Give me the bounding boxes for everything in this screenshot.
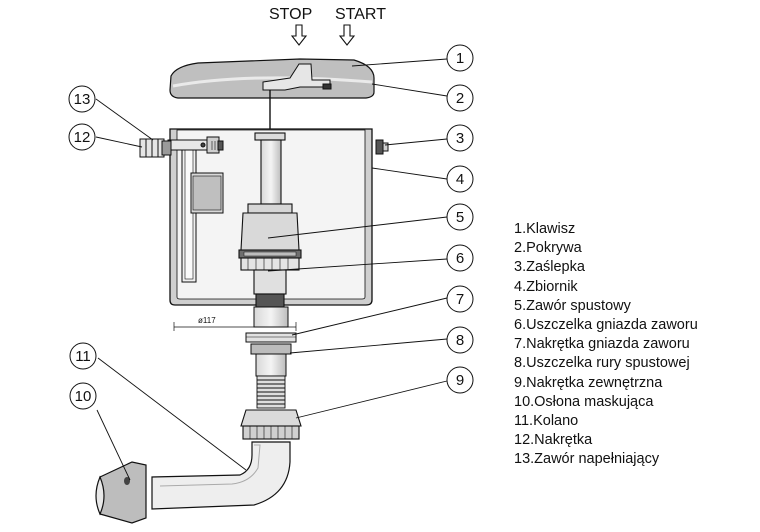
callout-number: 6: [456, 250, 464, 267]
legend-item: 2.Pokrywa: [514, 240, 582, 257]
callout-number: 3: [456, 130, 464, 147]
threaded-drain-pipe: [256, 375, 286, 409]
outer-nut: [240, 409, 302, 440]
callout-4: [446, 165, 474, 193]
callout-3: [446, 124, 474, 152]
callout-number: 1: [456, 50, 464, 67]
stop-arrow-icon: [290, 24, 308, 46]
callout-number: 12: [74, 129, 91, 146]
cover-sleeve: [95, 461, 147, 524]
legend-item: 13.Zawór napełniający: [514, 451, 660, 468]
callout-12: [68, 123, 96, 151]
valve-seat-tube: [253, 306, 289, 328]
lid: [169, 58, 375, 99]
flush-valve: [238, 132, 302, 308]
callout-2: [446, 84, 474, 112]
elbow-pipe: [151, 441, 291, 510]
callout-8: [446, 326, 474, 354]
callout-number: 13: [74, 91, 91, 108]
drain-pipe-seal: [250, 343, 292, 377]
flush-button: [262, 63, 332, 133]
start-arrow-icon: [338, 24, 356, 46]
stop-label: STOP: [269, 6, 312, 23]
callout-circles: [68, 44, 474, 410]
callout-number: 2: [456, 90, 464, 107]
callout-numbers: 1 2 3 4 5 6 7 8 9 10 11 12 13: [74, 50, 465, 405]
legend-item: 4.Zbiornik: [514, 278, 578, 295]
callout-number: 8: [456, 332, 464, 349]
legend-item: 5.Zawór spustowy: [514, 297, 631, 314]
legend-item: 7.Nakrętka gniazda zaworu: [514, 336, 690, 353]
callout-10: [69, 382, 97, 410]
parts-legend: 1.Klawisz 2.Pokrywa 3.Zaślepka 4.Zbiorni…: [514, 220, 698, 470]
callout-number: 9: [456, 372, 464, 389]
valve-seat-nut: [245, 332, 297, 343]
legend-item: 8.Uszczelka rury spustowej: [514, 355, 690, 372]
callout-9: [446, 366, 474, 394]
callout-number: 11: [75, 348, 91, 365]
legend-item: 12.Nakrętka: [514, 432, 593, 449]
legend-item: 9.Nakrętka zewnętrzna: [514, 374, 663, 391]
callout-13: [68, 85, 96, 113]
legend-item: 3.Zaślepka: [514, 259, 585, 276]
blanking-plug: [375, 139, 389, 155]
legend-item: 11.Kolano: [514, 413, 579, 430]
callout-11: [69, 342, 97, 370]
legend-item: 10.Osłona maskująca: [514, 393, 654, 410]
legend-item: 1.Klawisz: [514, 221, 576, 237]
callout-number: 10: [75, 388, 92, 405]
start-label: START: [335, 6, 386, 23]
callout-number: 5: [456, 209, 464, 226]
callout-6: [446, 244, 474, 272]
dimension-line: [173, 322, 297, 331]
legend-item: 6.Uszczelka gniazda zaworu: [514, 317, 698, 334]
leader-lines: [95, 58, 448, 481]
dimension-label: ø117: [198, 316, 216, 325]
callout-5: [446, 203, 474, 231]
inlet-nut: [139, 138, 172, 158]
fill-valve: [167, 136, 224, 283]
callout-1: [446, 44, 474, 72]
callout-7: [446, 285, 474, 313]
callout-number: 4: [456, 171, 464, 188]
callout-number: 7: [456, 291, 464, 308]
